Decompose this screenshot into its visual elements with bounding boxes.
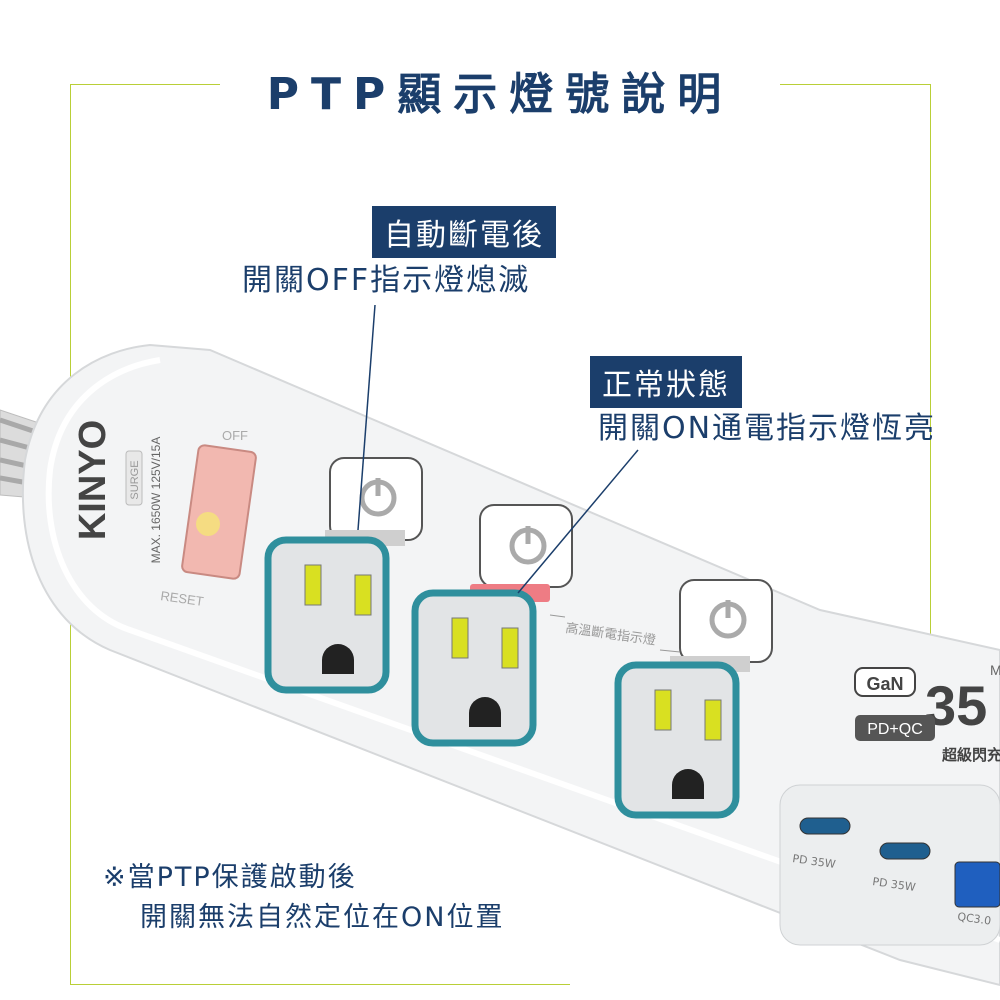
socket-1 [264, 536, 390, 694]
fast-charge-label: 超級閃充 [941, 746, 1000, 764]
callout-on-text: 開關ON通電指示燈恆亮 [598, 411, 937, 446]
watt-text: 35 [925, 674, 987, 737]
switch-off-label: OFF [222, 428, 248, 443]
gan-badge: GaN [866, 674, 903, 694]
usb-a-port: QC3.0 [954, 861, 1000, 928]
note-line-1: ※當PTP保護啟動後 [103, 862, 357, 893]
page-title: PTP顯示燈號說明 [0, 58, 1000, 122]
port-label-1: PD 35W [792, 852, 837, 871]
port-label-3: QC3.0 [957, 910, 992, 928]
master-switch [181, 444, 257, 580]
leader-on [517, 449, 639, 594]
switch-reset-label: RESET [160, 588, 205, 609]
socket-2 [411, 589, 537, 747]
gan-panel: GaN 35 M PD+QC 超級閃充 [854, 662, 1000, 764]
switch-lamp [196, 512, 220, 536]
note-line-2: 開關無法自然定位在ON位置 [140, 902, 505, 933]
frame-top-left [70, 84, 220, 85]
pdqc-badge: PD+QC [867, 721, 923, 738]
port-label-2: PD 35W [872, 875, 917, 894]
usb-c-port-2: PD 35W [872, 842, 931, 894]
outlet-switch-1 [329, 457, 423, 541]
brand-text: KINYO [72, 420, 114, 540]
surge-label: SURGE [129, 460, 141, 499]
callout-off-tag: 自動斷電後 [372, 206, 556, 258]
outlet-switch-3 [679, 579, 773, 663]
leader-off [357, 304, 376, 531]
callout-off-text: 開關OFF指示燈熄滅 [242, 263, 531, 298]
frame-top-right [780, 84, 930, 85]
brand-logo: KINYO [72, 420, 114, 540]
m-label: M [990, 662, 1000, 678]
rating-label: MAX. 1650W 125V/15A [149, 437, 163, 564]
callout-on-tag: 正常狀態 [590, 356, 742, 408]
usb-c-port-1: PD 35W [792, 817, 851, 871]
socket-3 [614, 661, 740, 819]
frame-bottom [70, 984, 570, 985]
frame-right [930, 84, 931, 644]
